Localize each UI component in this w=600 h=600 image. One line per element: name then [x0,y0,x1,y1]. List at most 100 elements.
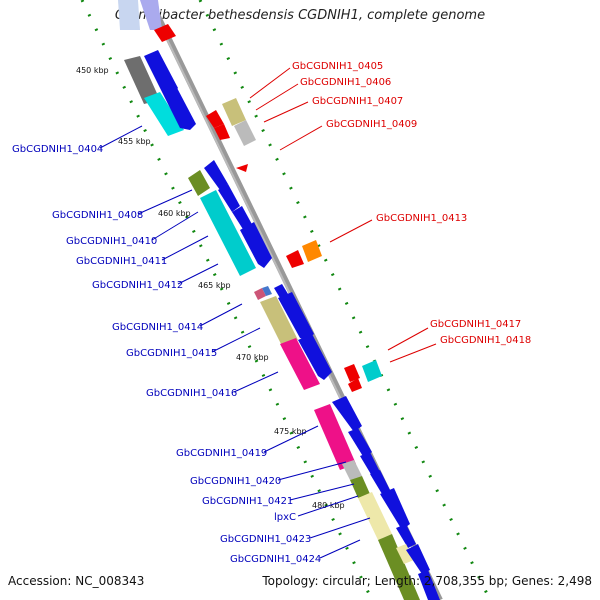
gene-block-cyan[interactable] [362,360,382,382]
gene-label[interactable]: GbCGDNIH1_0423 [220,534,311,545]
topology-text: Topology: circular; Length: 2,708,355 bp… [262,574,592,588]
gene-label[interactable]: GbCGDNIH1_0410 [66,236,157,247]
reverse-strand-genes [154,24,382,392]
label-leader [177,263,219,285]
gene-label[interactable]: GbCGDNIH1_0414 [112,322,203,333]
gene-block-small[interactable] [254,288,266,300]
gene-arrow-blue[interactable] [240,222,272,268]
gene-label[interactable]: GbCGDNIH1_0424 [230,554,321,565]
gene-label[interactable]: GbCGDNIH1_0411 [76,256,167,267]
gene-arrow-red[interactable] [206,110,224,128]
label-leader [387,327,429,351]
gene-block-khaki[interactable] [396,544,414,564]
gene-arrow[interactable] [118,0,140,30]
gene-arrow-blue[interactable] [274,284,288,298]
gene-block-orange[interactable] [302,240,322,262]
gene-label[interactable]: GbCGDNIH1_0420 [190,476,281,487]
gene-block-grey[interactable] [124,56,160,104]
forward-strand-genes [118,0,440,600]
gene-label[interactable]: lpxC [274,512,296,523]
gene-block-magenta[interactable] [314,404,356,470]
gene-arrow-red[interactable] [154,24,176,42]
gene-label[interactable]: GbCGDNIH1_0409 [326,119,417,130]
gene-label[interactable]: GbCGDNIH1_0408 [52,210,143,221]
gene-label[interactable]: GbCGDNIH1_0412 [92,280,183,291]
label-leader [389,343,437,363]
gene-label[interactable]: GbCGDNIH1_0417 [430,319,521,330]
gene-arrow-red[interactable] [286,250,304,268]
gene-block-grey[interactable] [342,460,362,480]
gene-arrow-blue[interactable] [406,544,430,574]
gene-block-small[interactable] [262,286,272,296]
gene-arrow-red[interactable] [344,364,360,382]
gene-arrow[interactable] [140,0,162,30]
label-leader [161,235,209,261]
map-title: Granulibacter bethesdensis CGDNIH1, comp… [114,8,486,23]
label-leader [233,371,279,393]
gene-block-lightkhaki[interactable] [358,492,392,540]
gene-arrow-blue[interactable] [360,452,380,476]
gene-label[interactable]: GbCGDNIH1_0406 [300,77,391,88]
gene-arrow-red[interactable] [348,378,362,392]
gene-block-olive[interactable] [378,534,420,600]
gene-label[interactable]: GbCGDNIH1_0413 [376,213,467,224]
label-leader [249,67,291,99]
gene-arrow-blue[interactable] [418,570,440,600]
label-leader [263,101,309,123]
tick-label: 475 kbp [274,427,307,436]
gene-arrow-blue[interactable] [204,160,228,190]
label-leader [279,125,323,151]
gene-label[interactable]: GbCGDNIH1_0421 [202,496,293,507]
tick-label: 465 kbp [198,281,231,290]
label-leader [289,483,355,501]
gene-label[interactable]: GbCGDNIH1_0415 [126,348,217,359]
tick-label: 460 kbp [158,209,191,218]
gene-label[interactable]: GbCGDNIH1_0416 [146,388,237,399]
gene-label[interactable]: GbCGDNIH1_0405 [292,61,383,72]
gene-label[interactable]: GbCGDNIH1_0404 [12,144,103,155]
gene-block-olive[interactable] [188,170,210,196]
gene-arrow-blue[interactable] [162,86,196,130]
tick-label: 470 kbp [236,353,269,362]
gene-arrow-blue[interactable] [396,524,416,548]
inner-dotted-track [80,0,374,600]
label-leader [263,425,319,453]
label-leader [211,327,261,353]
gene-block-lightgrey[interactable] [234,120,256,146]
forward-gene-labels: GbCGDNIH1_0404 GbCGDNIH1_0408 GbCGDNIH1_… [12,125,371,565]
gene-block-cyan[interactable] [144,92,184,136]
label-leader [137,189,193,215]
gene-arrow-blue[interactable] [278,292,314,340]
label-leader [309,517,371,539]
accession-text: Accession: NC_008343 [8,574,145,588]
gene-arrow-red[interactable] [236,164,248,172]
gene-label[interactable]: GbCGDNIH1_0407 [312,96,403,107]
label-leader [329,219,373,243]
label-leader [151,211,199,241]
tick-label: 450 kbp [76,66,109,75]
tick-label: 455 kbp [118,137,151,146]
gene-arrow-red[interactable] [214,124,230,140]
gene-label[interactable]: GbCGDNIH1_0419 [176,448,267,459]
label-leader [99,125,143,149]
gene-arrow-blue[interactable] [144,50,178,96]
label-leader [255,83,299,111]
gene-block-magenta[interactable] [280,338,320,390]
gene-arrow-blue[interactable] [380,488,410,530]
gene-label[interactable]: GbCGDNIH1_0418 [440,335,531,346]
gene-block-khaki[interactable] [260,296,298,346]
gene-block-cyan[interactable] [200,190,256,276]
gene-arrow-blue[interactable] [332,396,362,432]
gene-arrow-blue[interactable] [218,184,240,212]
gene-arrow-blue[interactable] [348,428,372,458]
gene-arrow-blue[interactable] [370,470,390,494]
label-leader [277,461,347,481]
label-leader [319,539,361,559]
gene-block-khaki[interactable] [222,98,246,126]
gene-block-olive[interactable] [350,476,370,498]
outer-dotted-track [198,0,492,600]
label-leader [297,495,359,517]
gene-arrow-blue[interactable] [298,334,332,380]
